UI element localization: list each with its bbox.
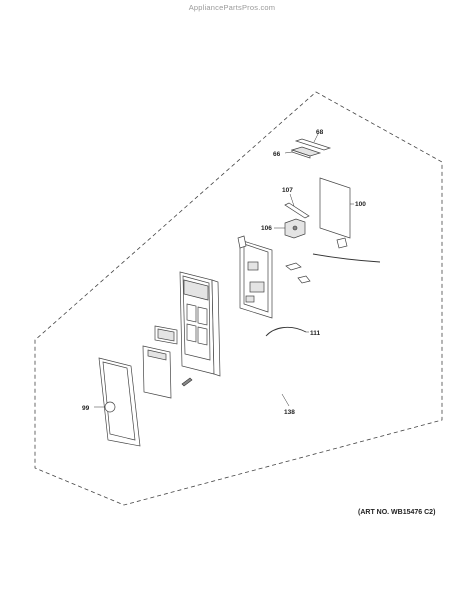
part-107 [284, 193, 310, 219]
callout-68: 68 [316, 129, 324, 136]
part-106 [274, 218, 306, 239]
art-number: (ART NO. WB15476 C2) [358, 509, 436, 516]
terminal-pieces [285, 262, 311, 284]
wire-harness-right [312, 253, 381, 263]
callout-107: 107 [282, 187, 293, 194]
callout-106: 106 [261, 225, 272, 232]
part-111 [265, 326, 309, 337]
callout-66: 66 [273, 151, 281, 158]
callout-100: 100 [355, 201, 366, 208]
part-100 [319, 177, 354, 239]
keypad-membrane [142, 345, 172, 399]
callout-138: 138 [284, 409, 295, 416]
callout-111: 111 [310, 330, 321, 337]
assembly-boundary [34, 91, 443, 506]
display-lens [154, 325, 178, 345]
part-68 [294, 133, 332, 151]
watermark-text: AppliancePartsPros.com [188, 3, 276, 12]
part-66 [284, 146, 322, 159]
leader-138 [281, 393, 290, 407]
part-99 [94, 401, 116, 413]
callout-99: 99 [82, 405, 90, 412]
control-board-assembly [237, 235, 273, 319]
small-clip [336, 237, 348, 249]
control-panel-frame [179, 271, 221, 377]
control-panel-cover [98, 357, 141, 447]
screw [181, 377, 193, 387]
